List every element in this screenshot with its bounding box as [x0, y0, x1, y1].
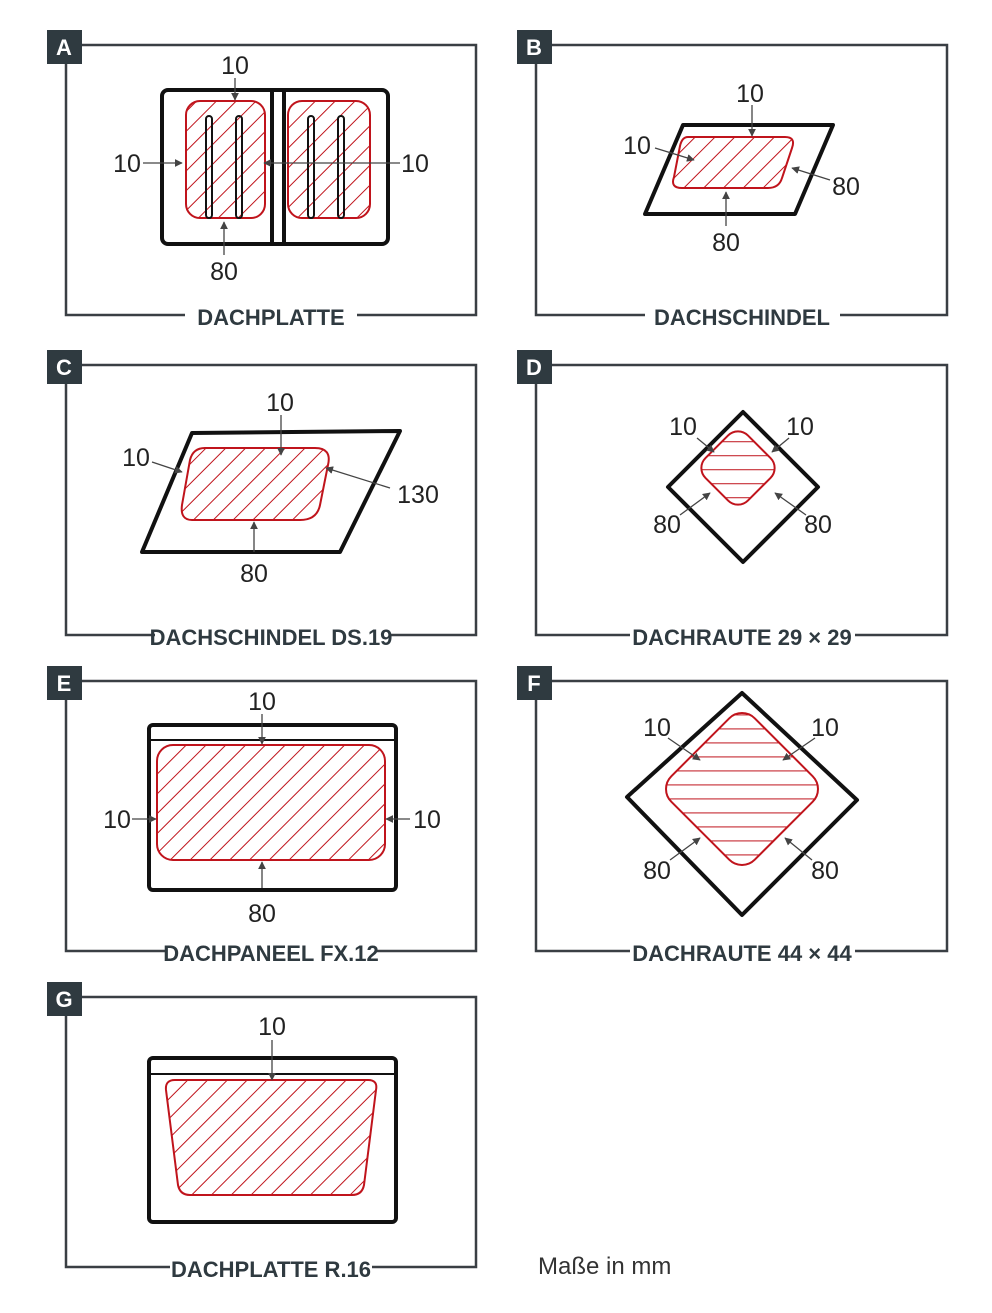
- units-note: Maße in mm: [538, 1253, 671, 1280]
- panel-f: F DACHRAUTE 44 × 44 10 10 80 80: [517, 666, 949, 966]
- dimension-label: 10: [669, 413, 697, 441]
- dimension-label: 10: [643, 714, 671, 742]
- dimension-label: 80: [804, 511, 832, 539]
- panel-e: E DACHPANEEL FX.12 10 10 10 80: [47, 666, 478, 966]
- dimension-label: 10: [248, 688, 276, 716]
- badge-letter: B: [526, 35, 542, 60]
- dimension-label: 10: [122, 444, 150, 472]
- dimension-label: 130: [397, 481, 439, 509]
- dimension-label: 10: [401, 150, 429, 178]
- badge-letter: F: [527, 671, 540, 696]
- badge-letter: D: [526, 355, 542, 380]
- panel-d: D DACHRAUTE 29 × 29 10 10 80 80: [517, 350, 949, 650]
- panel-title: DACHPLATTE R.16: [171, 1257, 371, 1282]
- dimension-label: 80: [712, 229, 740, 257]
- dimension-label: 80: [832, 173, 860, 201]
- dimension-label: 80: [653, 511, 681, 539]
- badge-letter: A: [56, 35, 72, 60]
- panel-title: DACHSCHINDEL: [654, 305, 830, 330]
- panel-c: C DACHSCHINDEL DS.19 10 10 130 80: [47, 350, 478, 650]
- panel-b: B DACHSCHINDEL 10 10 80 80: [517, 30, 949, 330]
- panel-a: A DACHPLATTE 10 10 10 80: [47, 30, 478, 330]
- panel-title: DACHPLATTE: [197, 305, 344, 330]
- badge-a: [47, 30, 82, 64]
- panel-title: DACHPANEEL FX.12: [163, 941, 379, 966]
- panel-title: DACHRAUTE 29 × 29: [632, 625, 851, 650]
- dimension-label: 10: [113, 150, 141, 178]
- dimension-label: 10: [623, 132, 651, 160]
- panel-title: DACHSCHINDEL DS.19: [150, 625, 393, 650]
- roof-tile-drawing: [143, 78, 400, 255]
- dimension-label: 10: [736, 80, 764, 108]
- badge-letter: C: [56, 355, 72, 380]
- dimension-label: 10: [103, 806, 131, 834]
- dimension-label: 80: [210, 258, 238, 286]
- badge-letter: G: [55, 987, 72, 1012]
- dimension-label: 10: [811, 714, 839, 742]
- panel-g: G DACHPLATTE R.16 10: [47, 982, 478, 1282]
- dimension-label: 10: [413, 806, 441, 834]
- badge-letter: E: [57, 671, 72, 696]
- panel-title: DACHRAUTE 44 × 44: [632, 941, 852, 966]
- dimension-label: 10: [221, 52, 249, 80]
- dimension-label: 80: [248, 900, 276, 928]
- dimension-label: 10: [266, 389, 294, 417]
- dimension-label: 10: [786, 413, 814, 441]
- dimension-label: 10: [258, 1013, 286, 1041]
- dimension-label: 80: [240, 560, 268, 588]
- dimension-label: 80: [643, 857, 671, 885]
- dimension-label: 80: [811, 857, 839, 885]
